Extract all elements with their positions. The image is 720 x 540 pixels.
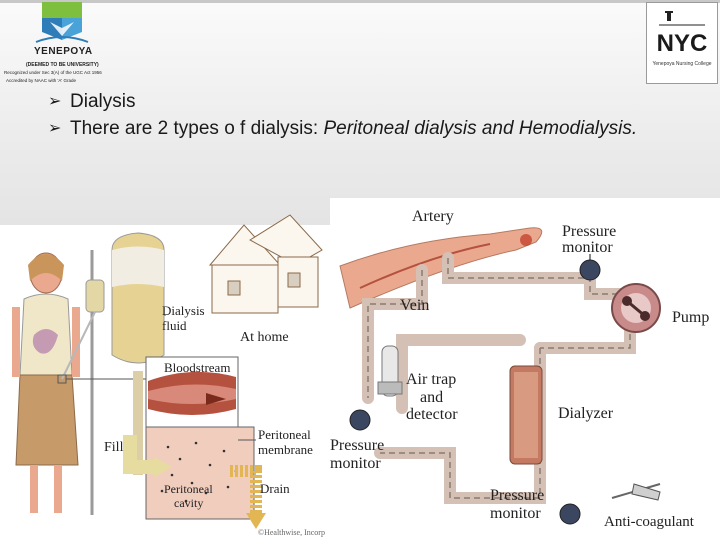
logo-name: YENEPOYA [34, 46, 93, 57]
air-trap-label-1: Air trap [406, 371, 456, 388]
logo-line-3: Accredited by NAAC with 'A' Grade [6, 78, 76, 83]
slide-header-band [0, 0, 720, 225]
arrow-bullet-icon: ➢ [48, 120, 62, 137]
peritoneal-dialysis-diagram: Dialysis fluid At home Bloodstream Perit… [12, 214, 325, 537]
small-fluid-bag [85, 279, 105, 313]
pressure-monitor-left-icon [349, 409, 371, 431]
dialyzer-label: Dialyzer [558, 405, 614, 422]
bullet-emphasis: Peritoneal dialysis and Hemodialysis. [323, 118, 638, 139]
peritoneal-cavity-label-2: cavity [174, 496, 203, 510]
pump-label: Pump [672, 309, 709, 326]
anticoagulant-label: Anti-coagulant [604, 514, 695, 530]
nursing-college-caption: Yenepoya Nursing College [652, 61, 712, 67]
bullet-list: ➢ Dialysis ➢ There are 2 types o f dialy… [48, 90, 688, 144]
bullet-item-types: ➢ There are 2 types o f dialysis: Perito… [48, 117, 688, 141]
fill-label: Fill [104, 440, 124, 455]
peritoneal-membrane-label-1: Peritoneal [258, 427, 311, 442]
nyc-emblem-icon: NYC [657, 11, 708, 57]
pressure-monitor-top-icon [579, 259, 601, 281]
svg-text:NYC: NYC [657, 30, 708, 57]
pressure-monitor-bottom-label-1: Pressure [490, 487, 544, 504]
pressure-monitor-top-label-2: monitor [562, 239, 613, 256]
at-home-label: At home [240, 330, 289, 345]
peritoneal-membrane-label-2: membrane [258, 442, 313, 457]
bullet-text: Dialysis [70, 91, 136, 112]
air-trap-label-3: detector [406, 406, 458, 423]
arrow-bullet-icon: ➢ [48, 93, 62, 110]
patient-figure [12, 252, 80, 513]
home-house-icon [208, 214, 323, 314]
dialysis-fluid-label-1: Dialysis [162, 303, 205, 318]
bullet-item-dialysis: ➢ Dialysis [48, 90, 688, 114]
vein-label: Vein [400, 297, 429, 314]
pressure-monitor-bottom-icon [559, 503, 581, 525]
top-border [0, 0, 720, 3]
logo-line-1: (DEEMED TO BE UNIVERSITY) [26, 62, 99, 68]
pressure-monitor-top-label-1: Pressure [562, 223, 616, 240]
air-trap-label-2: and [420, 389, 443, 406]
yenepoya-logo: YENEPOYA (DEEMED TO BE UNIVERSITY) Recog… [4, 2, 122, 94]
anticoagulant-syringe-icon [631, 483, 661, 501]
nursing-college-logo: NYC Yenepoya Nursing College [646, 2, 718, 84]
yenepoya-emblem-icon [35, 2, 89, 43]
dialysis-fluid-label-2: fluid [162, 318, 187, 333]
peritoneal-cavity-label-1: Peritoneal [164, 482, 213, 496]
bullet-text: There are 2 types o f dialysis: [70, 118, 324, 139]
hemodialysis-diagram: Artery Vein Pressure monitor Pump Air tr… [330, 198, 720, 540]
pressure-monitor-left-label-1: Pressure [330, 437, 384, 454]
pressure-monitor-bottom-label-2: monitor [490, 505, 541, 522]
bloodstream-label: Bloodstream [164, 360, 230, 375]
copyright-credit: ©Healthwise, Incorp [258, 528, 325, 537]
artery-label: Artery [412, 208, 454, 225]
drain-label: Drain [260, 481, 290, 496]
pressure-monitor-left-label-2: monitor [330, 455, 381, 472]
logo-line-2: Recognized under Sec 3(A) of the UGC Act… [4, 70, 102, 75]
waste-particles [160, 441, 238, 503]
